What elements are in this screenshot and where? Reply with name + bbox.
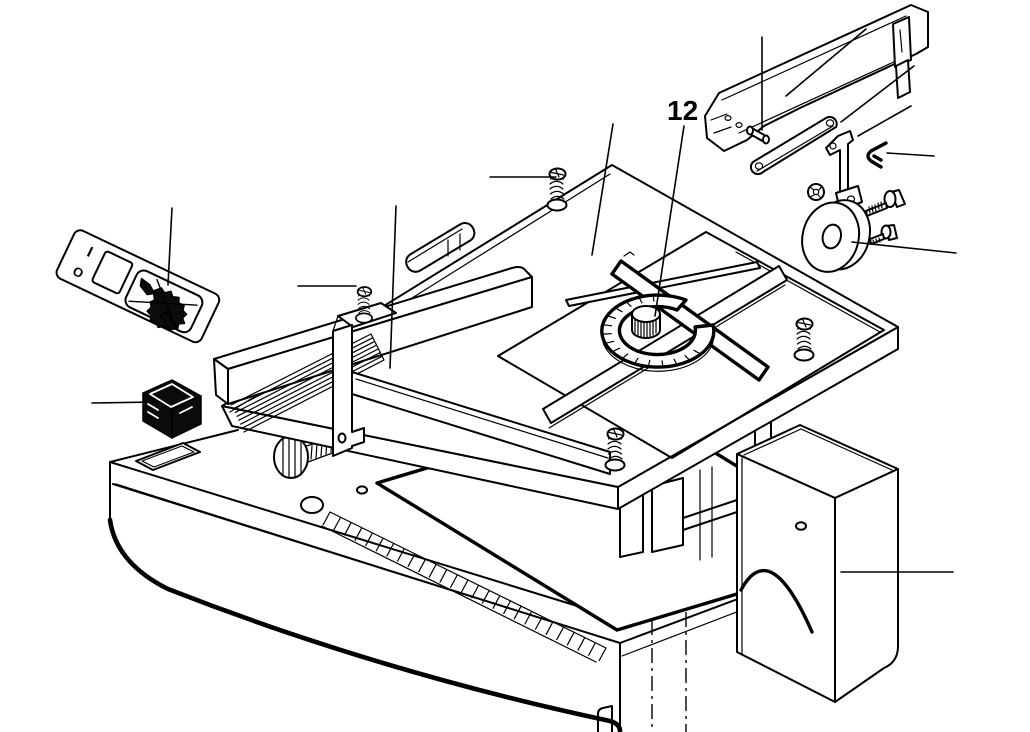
hex-screw-long [865,189,906,217]
saw-blade-hand-hazard-icon [128,277,198,331]
miter-gauge-knob [631,305,661,339]
leader-line-blade-guard [785,28,867,97]
push-nut [807,183,825,201]
leader-lines [91,28,957,573]
leader-line-pulley-disc [851,241,957,254]
guard-link [749,115,838,176]
fence-spring-screw [355,286,373,324]
leader-line-guard-link [840,65,915,123]
figure-number-label: 12 [667,95,698,126]
cover-arch-cutout [739,568,814,634]
guard-pin [746,125,770,145]
base-hole [300,496,324,514]
leader-line-warning-sticker [167,207,173,286]
leader-line-table-top [591,123,614,256]
leader-line-rip-fence [389,205,397,369]
power-switch [142,379,202,439]
cover-hole [795,521,807,531]
table-spring-screw [546,167,568,212]
side-cover [736,424,899,703]
protractor-ring [600,293,716,369]
pulley-disc [801,199,871,273]
ruler-scale [321,511,607,663]
base-tab [597,705,613,732]
hex-screw-short [869,224,898,245]
screw-hole [356,485,368,495]
miter-slot [565,261,761,307]
switch-recess [135,442,201,471]
blade-guard [704,4,929,152]
leader-line-guard-bracket [857,105,912,137]
warning-sticker: I O [55,229,221,344]
retaining-clip [866,141,888,169]
switch-button-outline [91,250,134,295]
handle-slot [405,222,476,273]
base-bottom-edge [107,517,623,732]
switch-off-label: O [70,263,86,281]
protractor-ticks [602,295,701,367]
fence-clamp [332,286,397,457]
leader-line-retaining-clip [886,152,935,157]
leader-line-miter-gauge [654,125,685,317]
miter-gauge [542,251,788,429]
miter-fence-bar [610,259,770,382]
switch-on-label: I [84,244,95,261]
leader-line-power-switch [91,401,159,404]
miter-rail-bar [542,265,788,424]
